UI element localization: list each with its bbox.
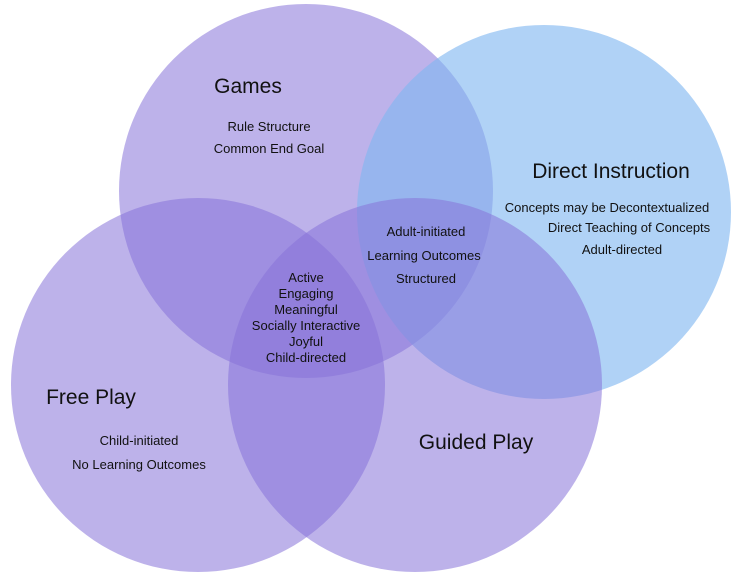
free-play-item: No Learning Outcomes bbox=[72, 457, 206, 472]
guided-play-title: Guided Play bbox=[418, 431, 534, 454]
center-item: Meaningful bbox=[274, 302, 338, 317]
circle-guided-play bbox=[228, 198, 602, 572]
free-play-item: Child-initiated bbox=[99, 433, 179, 448]
center-item: Active bbox=[288, 270, 324, 285]
overlap-item: Adult-initiated bbox=[386, 224, 466, 239]
center-list: Active Engaging Meaningful Socially Inte… bbox=[252, 270, 360, 366]
center-item: Joyful bbox=[289, 334, 323, 349]
direct-instruction-item: Adult-directed bbox=[581, 242, 663, 257]
games-item: Rule Structure bbox=[227, 119, 311, 134]
overlap-item: Structured bbox=[396, 271, 456, 286]
direct-instruction-item: Concepts may be Decontextualized bbox=[504, 200, 710, 215]
games-item: Common End Goal bbox=[213, 141, 325, 156]
direct-instruction-item: Direct Teaching of Concepts bbox=[547, 220, 711, 235]
games-title: Games bbox=[214, 75, 282, 98]
overlap-item: Learning Outcomes bbox=[367, 248, 481, 263]
center-item: Engaging bbox=[278, 286, 334, 301]
center-item: Socially Interactive bbox=[251, 318, 361, 333]
center-item: Child-directed bbox=[265, 350, 347, 365]
direct-instruction-title: Direct Instruction bbox=[532, 160, 690, 183]
free-play-title: Free Play bbox=[46, 386, 136, 409]
